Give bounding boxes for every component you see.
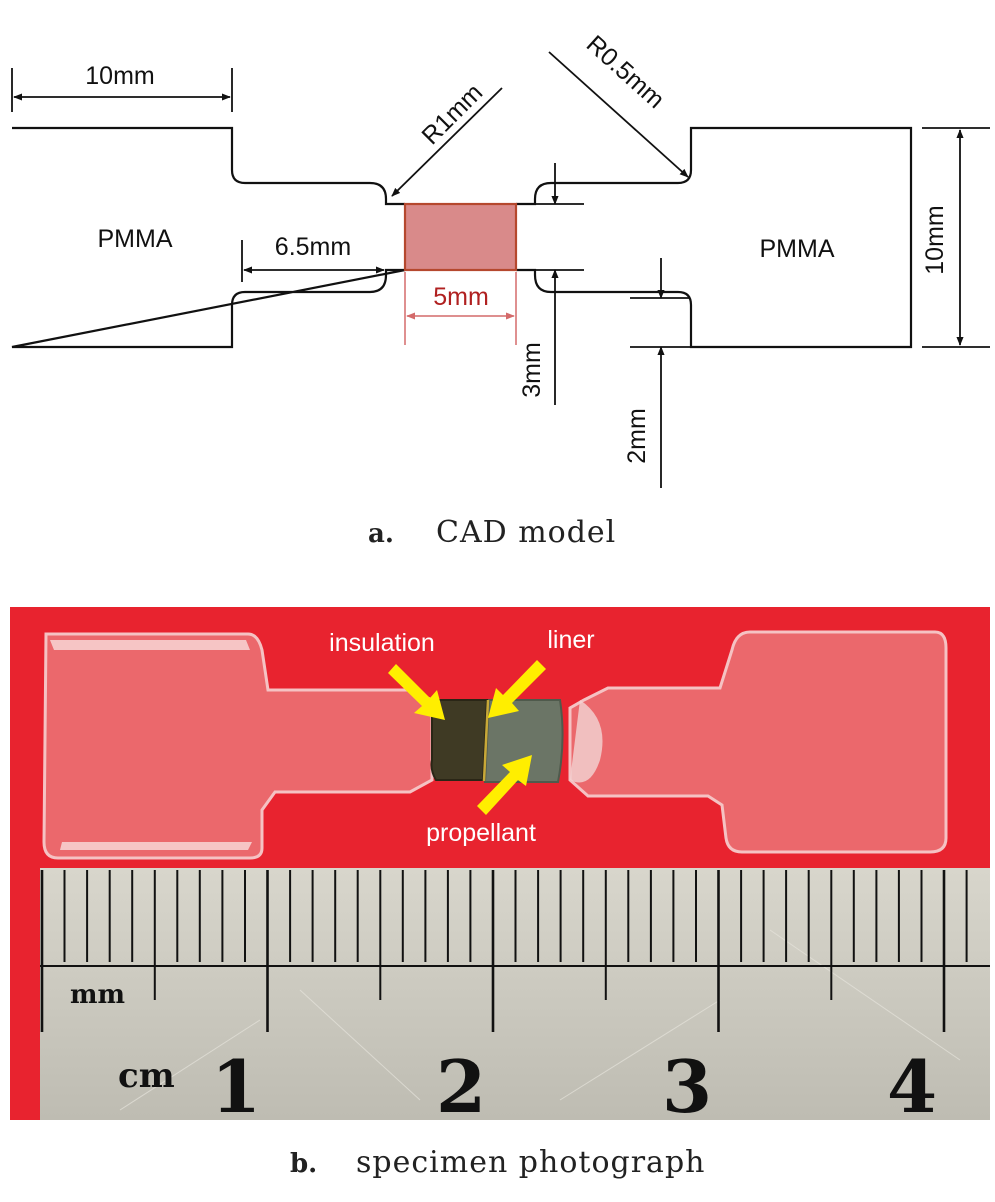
caption-b-text: specimen photograph — [356, 1145, 705, 1180]
ruler-mm-label: mm — [70, 980, 125, 1010]
cad-model-panel: PMMA PMMA 10mm 6.5mm 5mm R1mm — [11, 30, 990, 488]
ruler-cm-label: cm — [118, 1056, 175, 1096]
dim-step: 2mm — [623, 258, 690, 488]
arrow-propellant-icon — [477, 755, 532, 815]
arrow-liner-icon — [488, 660, 546, 718]
caption-a: a. CAD model — [368, 515, 616, 550]
radius-center-label: R1mm — [416, 78, 488, 150]
dim-neck-height: 3mm — [518, 163, 584, 405]
callout-insulation: insulation — [329, 629, 435, 657]
dim-neck-height-label: 3mm — [518, 342, 546, 398]
ruler-ticks — [40, 870, 968, 1032]
ruler-scratches — [119, 929, 961, 1111]
ruler-number-3: 3 — [662, 1044, 712, 1129]
caption-b-letter: b. — [290, 1149, 317, 1179]
arrow-insulation-icon — [388, 664, 445, 720]
caption-a-letter: a. — [368, 519, 394, 549]
left-pmma-label: PMMA — [98, 225, 173, 253]
ruler: mm cm 1 2 3 4 — [40, 868, 990, 1129]
photo-arrows — [388, 660, 546, 815]
radius-shoulder-label: R0.5mm — [581, 30, 670, 114]
photo-liner — [482, 699, 490, 782]
ruler-number-1: 1 — [211, 1044, 261, 1129]
caption-b: b. specimen photograph — [290, 1145, 705, 1180]
center-sample — [403, 202, 518, 272]
specimen-photo-panel: insulation liner propellant mm cm 1 2 3 … — [10, 607, 990, 1129]
ruler-number-4: 4 — [887, 1044, 937, 1129]
dim-grip-width-label: 10mm — [85, 62, 154, 90]
dim-center-length: 5mm — [404, 272, 517, 345]
ruler-number-2: 2 — [436, 1044, 486, 1129]
callout-liner: liner — [547, 626, 594, 654]
radius-center-callout: R1mm — [391, 78, 503, 197]
callout-propellant: propellant — [426, 819, 536, 847]
photo-insulation — [430, 699, 489, 781]
dim-grip-width: 10mm — [11, 62, 233, 112]
dim-grip-height: 10mm — [921, 127, 990, 348]
right-pmma-label: PMMA — [760, 235, 835, 263]
dim-neck-length: 6.5mm — [241, 233, 385, 282]
photo-specimen-haze — [570, 700, 603, 783]
dim-neck-length-label: 6.5mm — [275, 233, 351, 261]
photo-propellant — [483, 699, 564, 783]
photo-specimen-pmma — [42, 630, 948, 860]
dim-grip-height-label: 10mm — [921, 205, 949, 274]
caption-a-text: CAD model — [436, 515, 616, 550]
radius-shoulder-callout: R0.5mm — [548, 30, 689, 178]
specimen-outline — [11, 126, 913, 349]
dim-center-length-label: 5mm — [433, 283, 489, 311]
dim-step-label: 2mm — [623, 408, 651, 464]
